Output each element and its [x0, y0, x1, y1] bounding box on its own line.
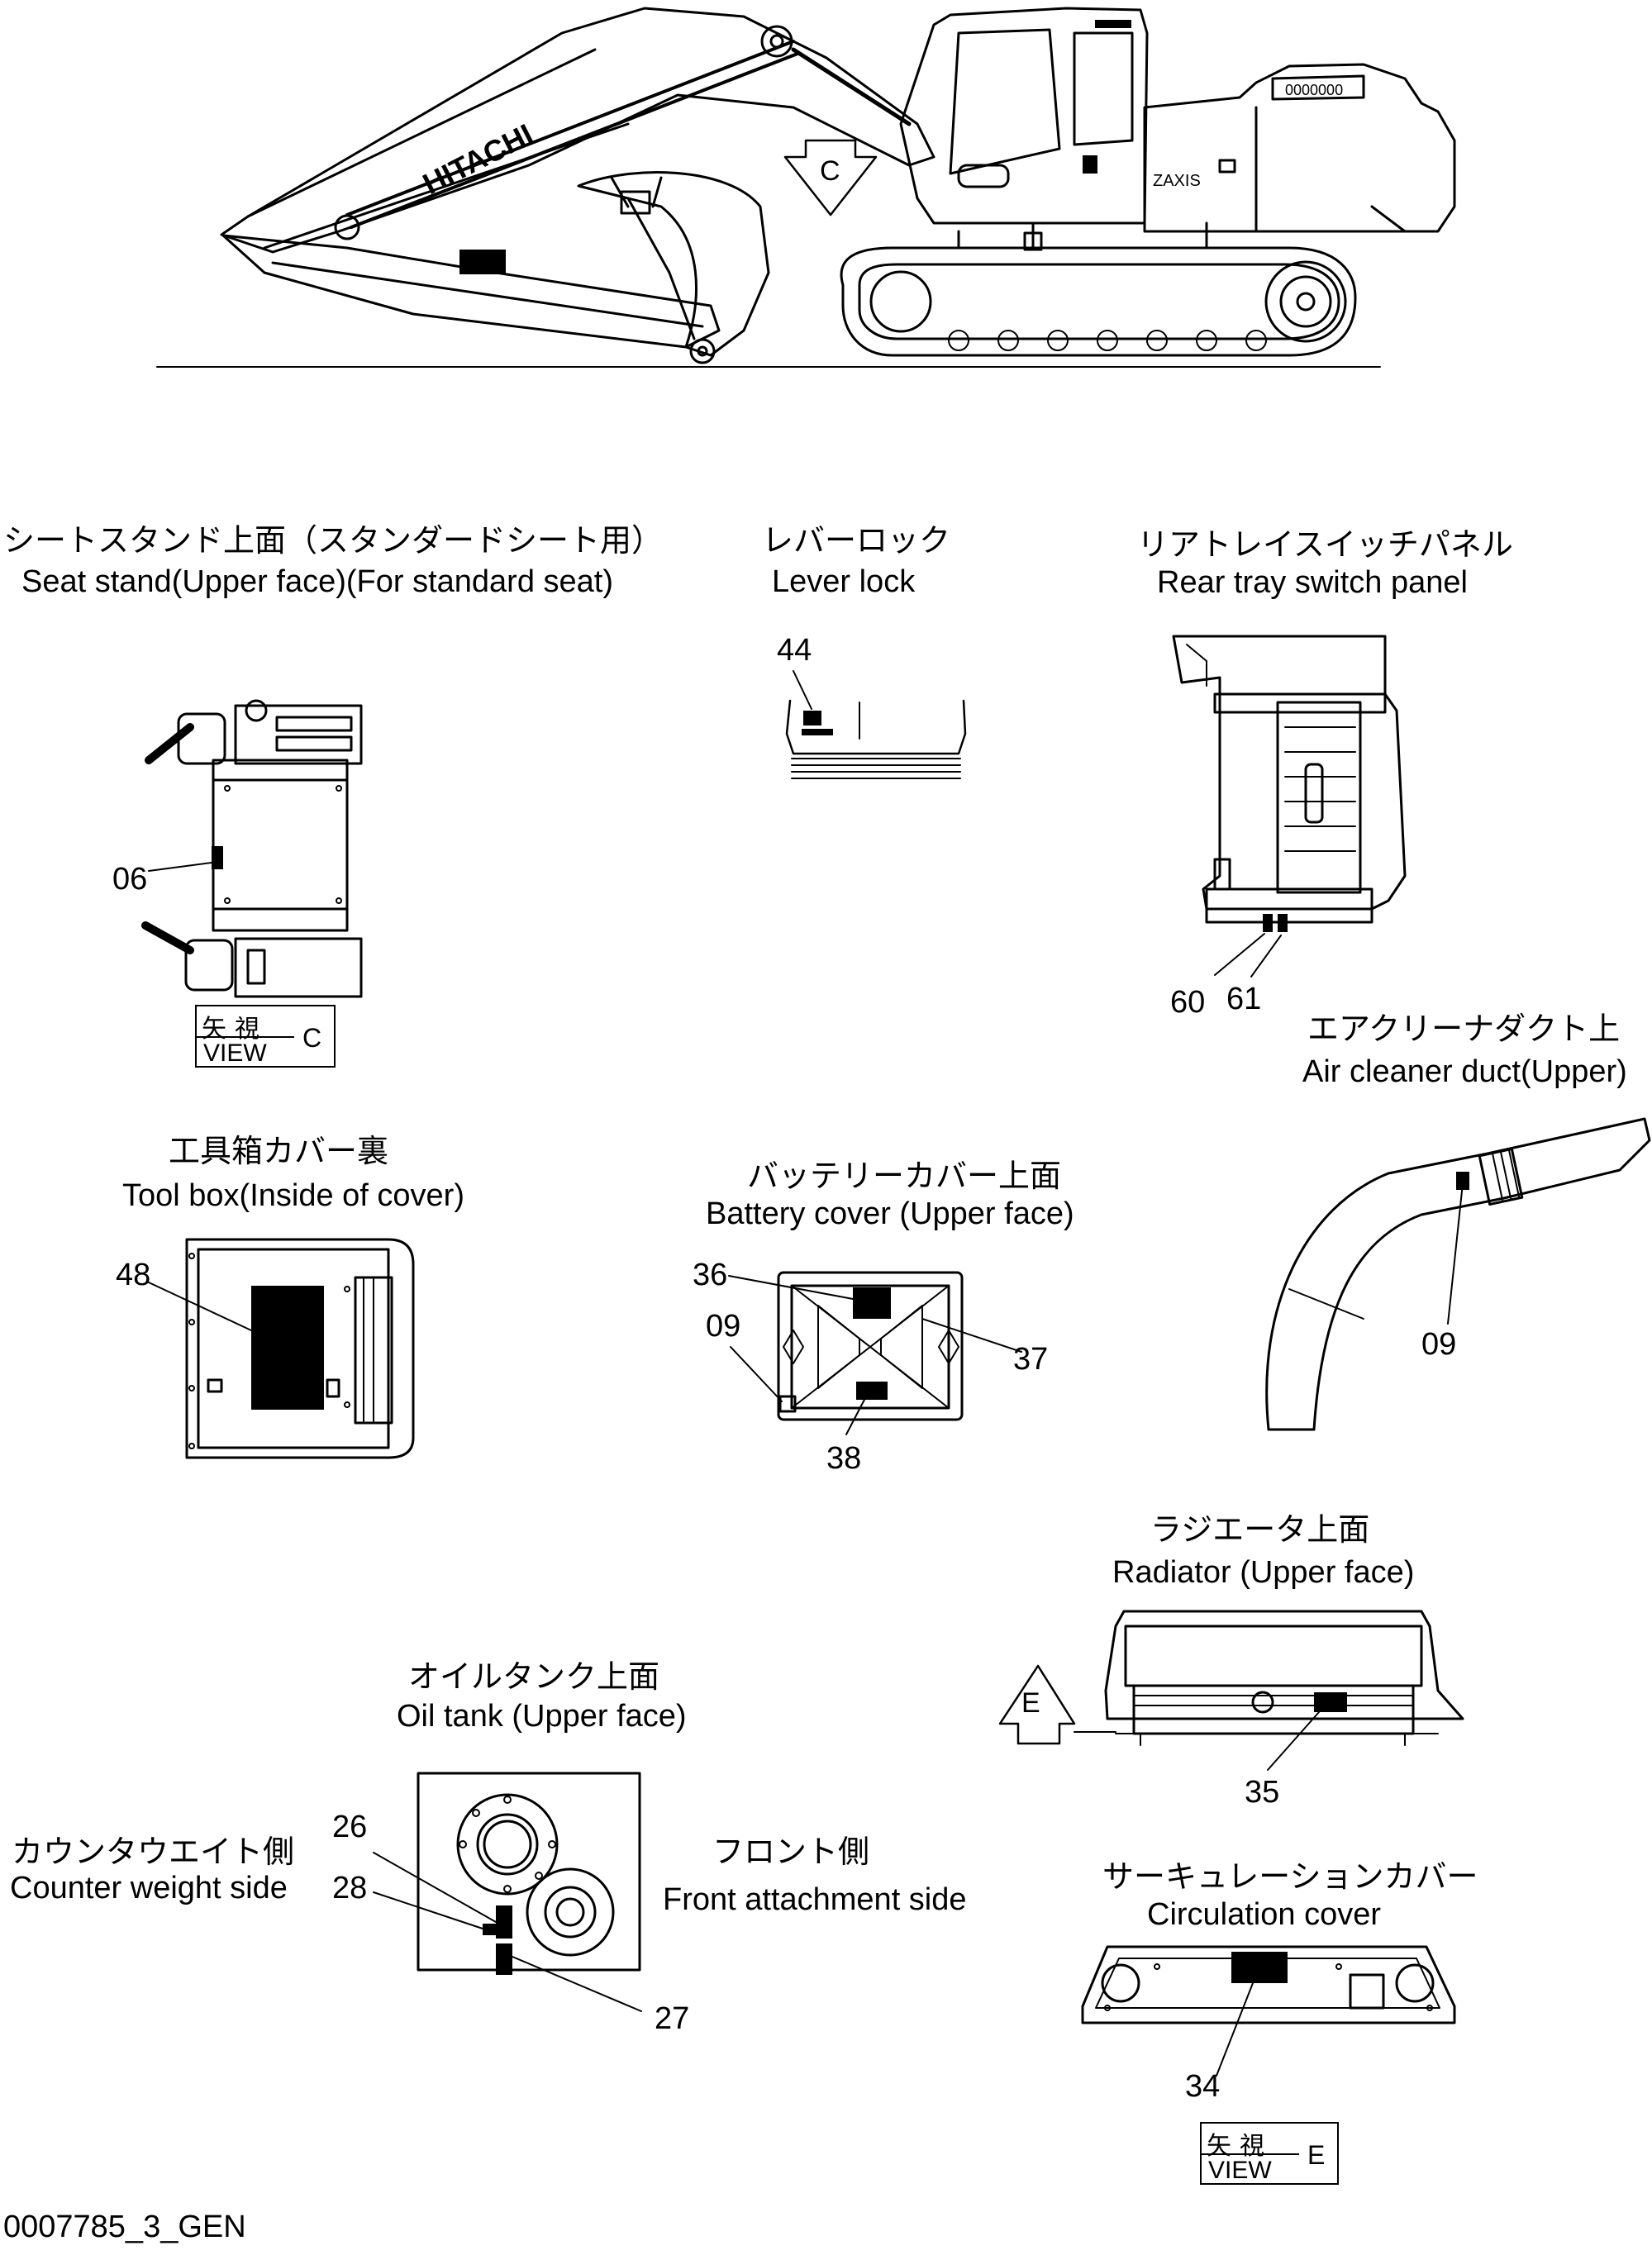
front-side-en: Front attachment side: [663, 1882, 967, 1917]
view-e-jp: 矢視: [1207, 2132, 1273, 2161]
tool-box-title-en: Tool box(Inside of cover): [122, 1178, 464, 1213]
lever-lock-title-jp: レバーロック: [762, 522, 951, 559]
view-e-box: 矢視 VIEW E: [1200, 2122, 1339, 2185]
view-c-marker-letter: C: [820, 155, 840, 187]
callout-60: 60: [1170, 985, 1206, 1020]
circulation-cover-title-jp: サーキュレーションカバー: [1102, 1858, 1478, 1895]
circulation-cover-drawing: [1081, 1945, 1456, 2077]
radiator-title-en: Radiator (Upper face): [1112, 1555, 1415, 1590]
air-cleaner-title-en: Air cleaner duct(Upper): [1302, 1054, 1627, 1089]
callout-35: 35: [1245, 1775, 1280, 1810]
callout-61: 61: [1226, 982, 1262, 1016]
rear-tray-title-jp: リアトレイスイッチパネル: [1137, 526, 1513, 563]
oil-tank-drawing: [373, 1772, 642, 2012]
rear-tray-title-en: Rear tray switch panel: [1157, 565, 1468, 600]
battery-cover-drawing: [728, 1271, 1022, 1435]
svg-text:0000000: 0000000: [1285, 82, 1343, 98]
view-e-en: VIEW: [1208, 2157, 1272, 2184]
seat-stand-title-en: Seat stand(Upper face)(For standard seat…: [21, 564, 614, 599]
rear-tray-drawing: [1172, 635, 1407, 978]
view-e-letter: E: [1307, 2140, 1326, 2170]
radiator-title-jp: ラジエータ上面: [1150, 1511, 1370, 1548]
air-cleaner-title-jp: エアクリーナダクト上: [1307, 1011, 1621, 1047]
radiator-drawing: [998, 1610, 1464, 1771]
air-cleaner-drawing: [1265, 1117, 1651, 1431]
callout-06: 06: [112, 862, 148, 897]
excavator-side-view: 0000000 ZAXIS HITACHI: [156, 7, 1456, 368]
callout-09-battery: 09: [706, 1309, 741, 1344]
battery-cover-title-jp: バッテリーカバー上面: [747, 1158, 1062, 1194]
view-e-marker-letter: E: [1021, 1687, 1040, 1719]
counter-weight-side-en: Counter weight side: [10, 1871, 288, 1905]
drawing-id: 0007785_3_GEN: [3, 2210, 246, 2244]
boom-brand-text: HITACHI: [417, 117, 538, 202]
callout-09-air-cleaner: 09: [1421, 1327, 1457, 1362]
tool-box-drawing: [148, 1238, 415, 1459]
view-c-jp: 矢視: [202, 1015, 268, 1044]
oil-tank-title-jp: オイルタンク上面: [408, 1658, 660, 1695]
view-c-box: 矢視 VIEW C: [195, 1005, 336, 1068]
view-c-letter: C: [302, 1023, 322, 1053]
callout-44: 44: [777, 633, 812, 668]
callout-36: 36: [693, 1258, 728, 1292]
seat-stand-drawing: [141, 699, 363, 998]
callout-48: 48: [116, 1258, 151, 1292]
tool-box-title-jp: 工具箱カバー裏: [169, 1133, 389, 1169]
circulation-cover-title-en: Circulation cover: [1147, 1897, 1381, 1932]
callout-27: 27: [655, 2001, 690, 2036]
lever-lock-drawing: [785, 670, 967, 779]
callout-28: 28: [332, 1871, 368, 1905]
battery-cover-title-en: Battery cover (Upper face): [706, 1196, 1074, 1231]
view-c-en: VIEW: [203, 1039, 267, 1067]
model-text: ZAXIS: [1153, 172, 1201, 190]
callout-37: 37: [1013, 1342, 1049, 1377]
lever-lock-title-en: Lever lock: [772, 564, 916, 599]
callout-26: 26: [332, 1810, 368, 1844]
callout-38: 38: [826, 1441, 862, 1476]
counter-weight-side-jp: カウンタウエイト側: [12, 1834, 295, 1870]
front-side-jp: フロント側: [712, 1834, 870, 1870]
seat-stand-title-jp: シートスタンド上面（スタンダードシート用）: [3, 522, 664, 559]
oil-tank-title-en: Oil tank (Upper face): [397, 1699, 687, 1734]
callout-34: 34: [1185, 2069, 1221, 2104]
